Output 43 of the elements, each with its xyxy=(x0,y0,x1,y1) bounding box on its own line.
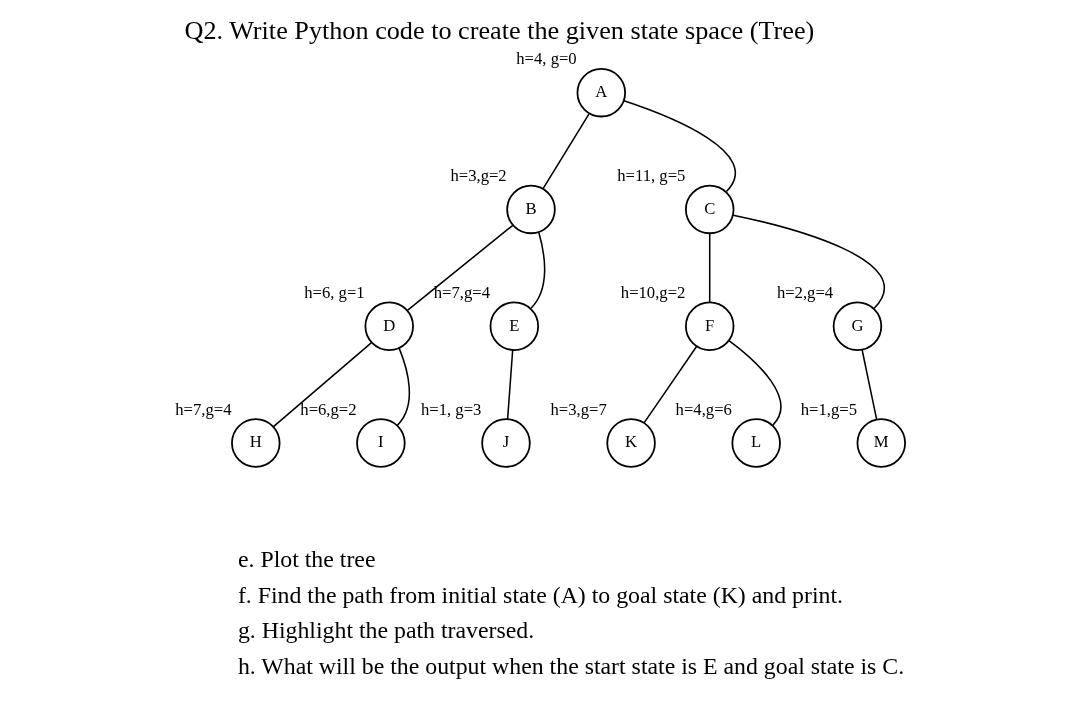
node-circle: J xyxy=(481,418,531,468)
node-circle: E xyxy=(489,301,540,351)
node-label: h=1, g=3 xyxy=(420,399,482,419)
label: h. What will be the output when the start state is E and goal state is C. xyxy=(237,653,905,680)
label: f. Find the path from initial state (A) to goal state (K) and print. xyxy=(237,581,843,608)
connector xyxy=(272,342,372,428)
node-label: h=1,g=5 xyxy=(800,399,857,419)
node-label: h=7,g=4 xyxy=(433,282,491,302)
connector xyxy=(506,349,514,420)
diagram-title: Q2. Write Python code to create the given state space (Tree) xyxy=(184,15,815,45)
connector xyxy=(406,224,514,312)
node-circle: D xyxy=(364,301,414,351)
node-label: h=10,g=2 xyxy=(620,282,686,302)
connector xyxy=(732,214,885,310)
connector xyxy=(396,347,411,426)
connector xyxy=(623,100,737,193)
node-label: h=4,g=6 xyxy=(675,399,732,419)
connector xyxy=(728,339,782,426)
node-label: h=6, g=1 xyxy=(304,282,365,302)
node-label: h=4, g=0 xyxy=(516,49,577,69)
connector xyxy=(861,349,878,420)
node-circle: B xyxy=(506,184,556,235)
node-label: h=3,g=7 xyxy=(550,399,607,419)
node-label: h=7,g=4 xyxy=(175,399,232,419)
connector xyxy=(530,231,546,310)
node-circle: F xyxy=(685,301,735,351)
node-label: h=3,g=2 xyxy=(450,166,507,186)
node-circle: M xyxy=(856,418,906,468)
node-label: h=2,g=4 xyxy=(776,282,834,302)
node-circle: I xyxy=(356,418,406,468)
node-circle: G xyxy=(832,301,883,351)
node-circle: H xyxy=(231,418,281,468)
node-circle: L xyxy=(731,418,781,468)
label: e. Plot the tree xyxy=(237,545,376,572)
connector xyxy=(542,113,590,190)
node-circle: C xyxy=(685,184,735,235)
node-circle: A xyxy=(576,67,626,118)
label: g. Highlight the path traversed. xyxy=(237,617,535,644)
node-label: h=6,g=2 xyxy=(300,399,357,419)
connector xyxy=(643,345,698,424)
node-label: h=11, g=5 xyxy=(617,166,686,186)
connector xyxy=(708,233,711,304)
node-circle: K xyxy=(606,418,656,468)
